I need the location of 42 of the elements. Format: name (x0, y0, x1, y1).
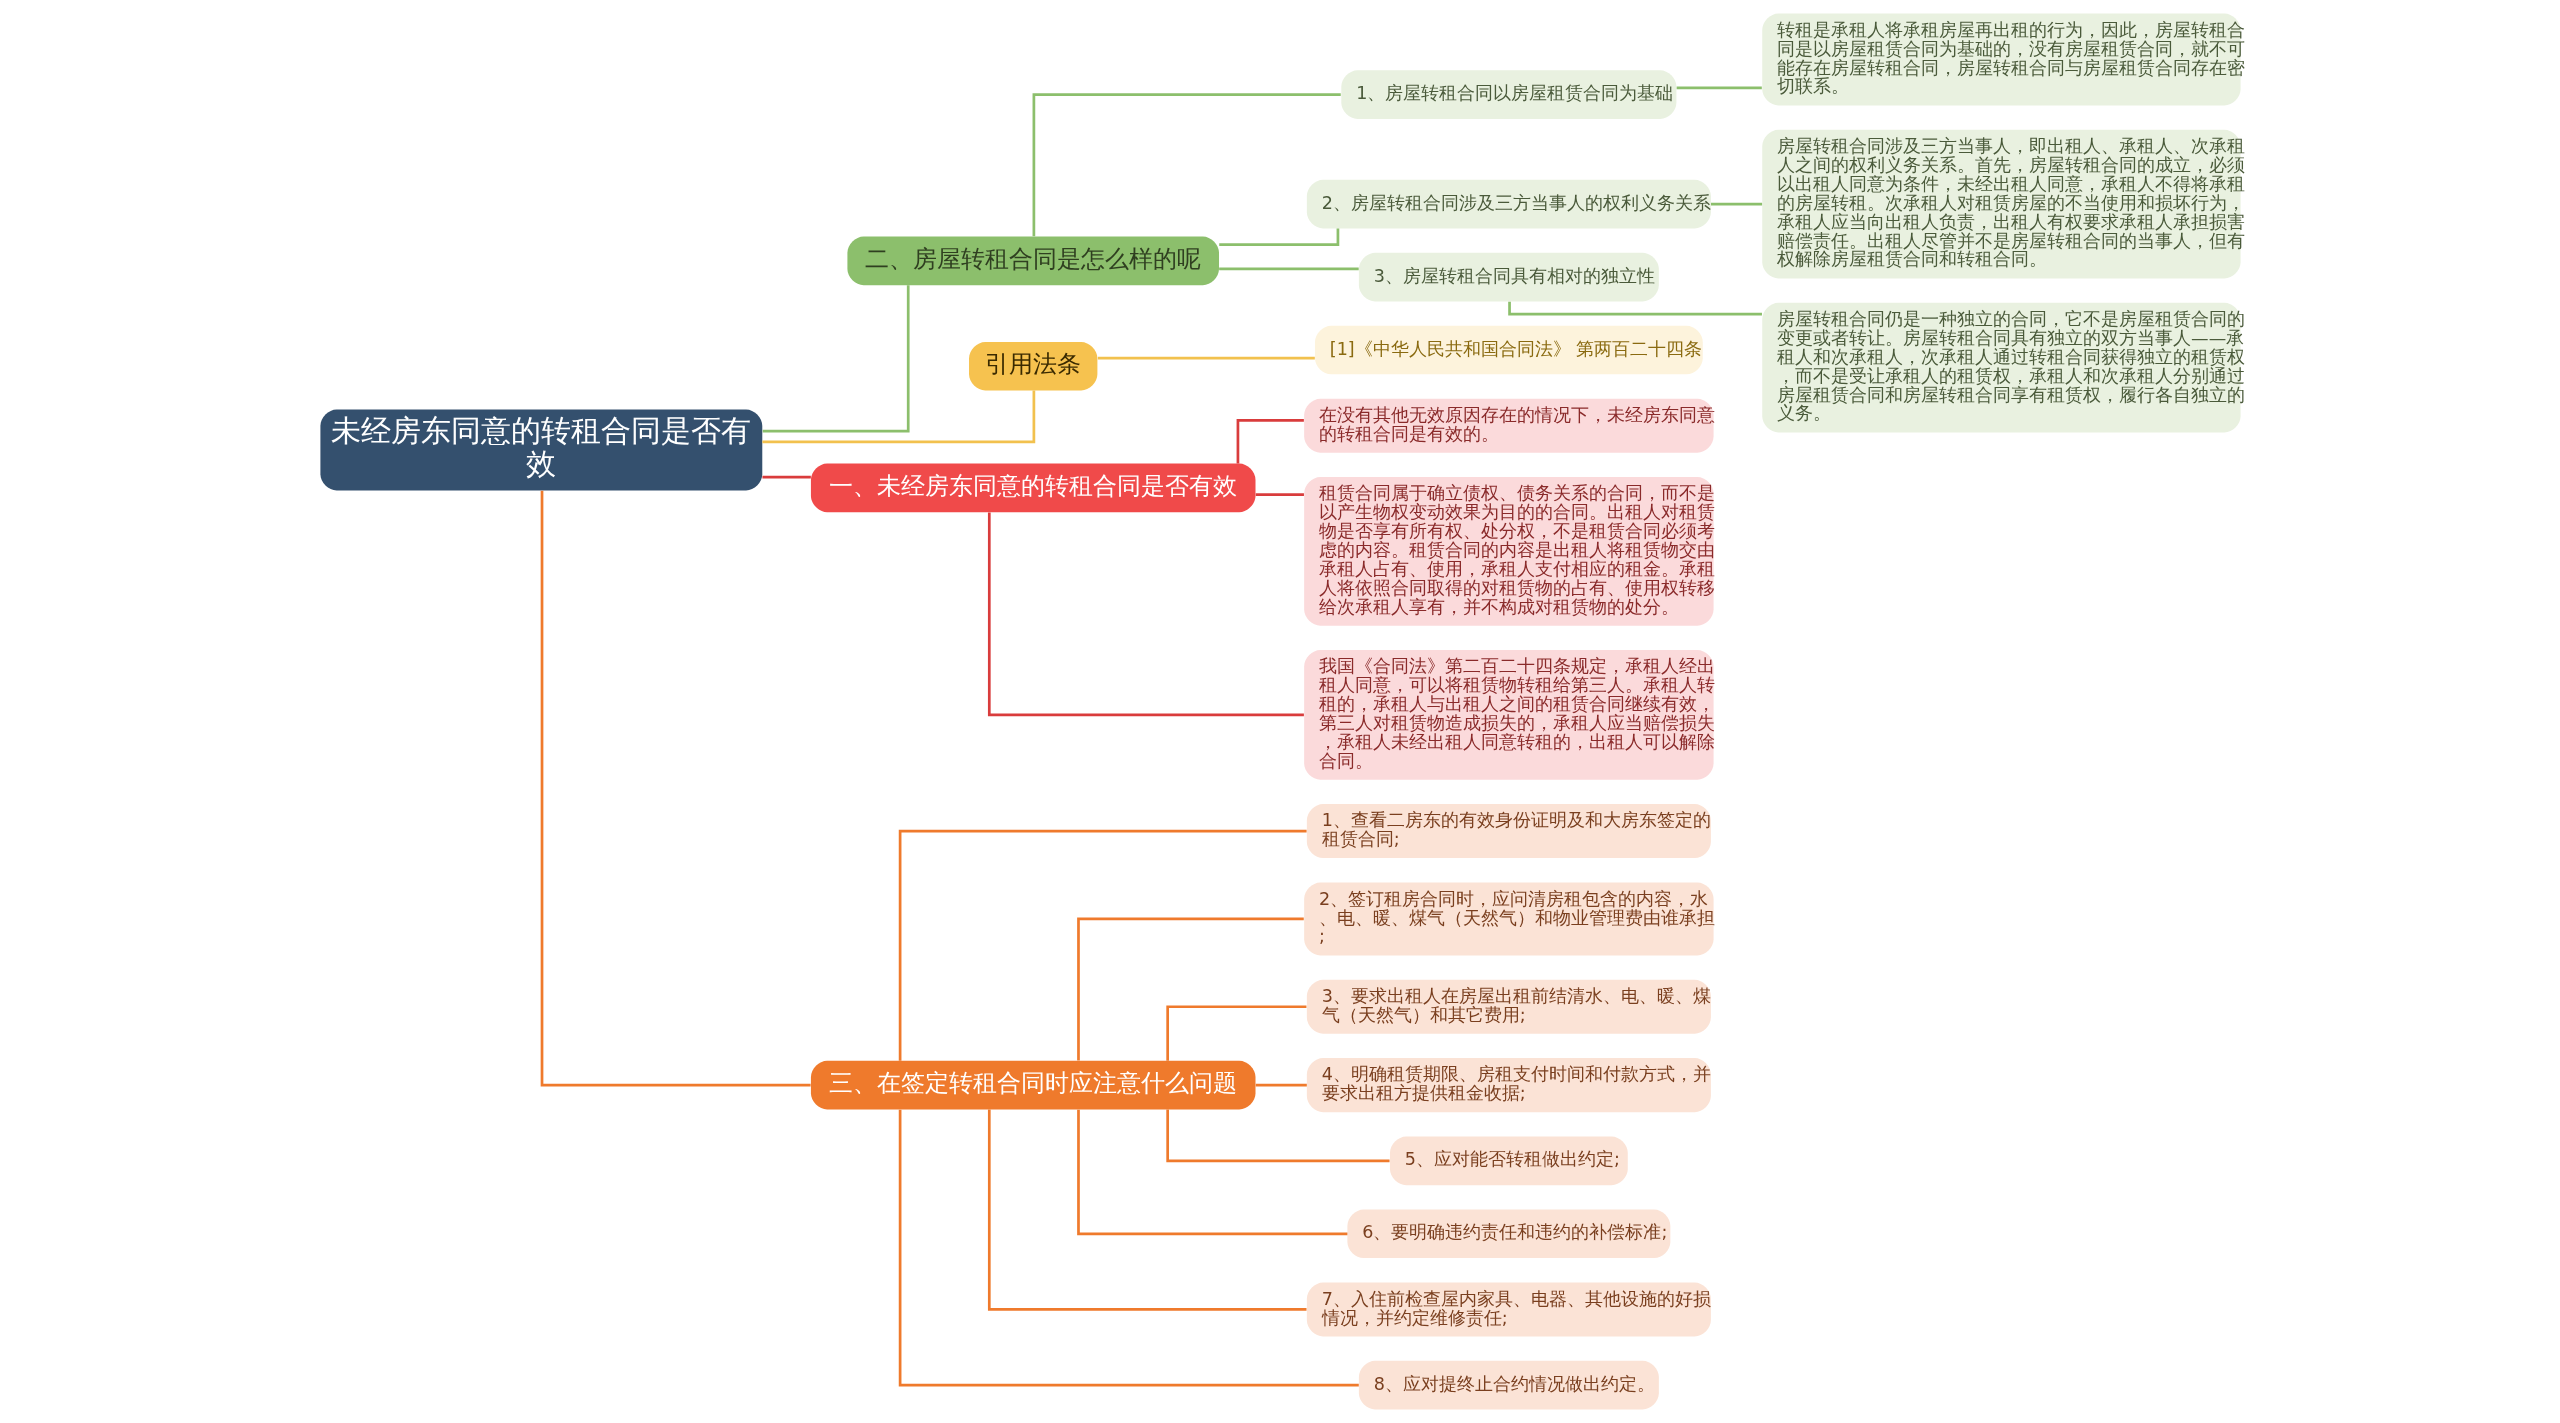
node-box: [1]《中华人民共和国合同法》 第两百二十四条 (1314, 325, 1703, 375)
node-box: 1、房屋转租合同以房屋租赁合同为基础 (1340, 70, 1676, 119)
connector (987, 1109, 1306, 1311)
node-box: 4、明确租赁期限、房租支付时间和付款方式，并要求出租方提供租金收据; (1306, 1058, 1711, 1113)
connector (1076, 917, 1304, 1061)
connector (1218, 228, 1339, 246)
node-box: 二、房屋转租合同是怎么样的呢 (846, 236, 1219, 286)
connector (1076, 1109, 1347, 1236)
node-box: 2、签订租房合同时，应问清房租包含的内容，水、电、暖、煤气（天然气）和物业管理费由谁承担; (1303, 882, 1714, 956)
connector (898, 829, 1307, 1061)
connector (1710, 202, 1762, 206)
connector (1218, 267, 1359, 271)
node-box: 6、要明确违约责任和违约的补偿标准; (1346, 1209, 1670, 1259)
node-box: 2、房屋转租合同涉及三方当事人的权利义务关系 (1306, 179, 1711, 229)
connector (761, 475, 811, 479)
node-box: 在没有其他无效原因存在的情况下，未经房东同意的转租合同是有效的。 (1303, 398, 1714, 453)
node-box: 1、查看二房东的有效身份证明及和大房东签定的租赁合同; (1306, 804, 1711, 859)
connector (1165, 1109, 1390, 1163)
node-box: 三、在签定转租合同时应注意什么问题 (810, 1060, 1255, 1110)
node-box: 3、房屋转租合同具有相对的独立性 (1358, 252, 1659, 302)
node-box: 8、应对提终止合约情况做出约定。 (1358, 1360, 1659, 1410)
connector (540, 490, 811, 1087)
node-box: 租赁合同属于确立债权、债务关系的合同，而不是以产生物权变动效果为目的的合同。出租人对租赁物是否享有所有权、处分权，不是租赁合同必须考虑的内容。租赁合同的内容是出租人将租赁物交由承租人占有、使用，承租人支付相应的租金。承租人将依照合同取得的对租赁物的占有、使用权转移给次承租人享有，并不构成对租赁物的处分。 (1303, 477, 1714, 626)
connector (762, 285, 910, 433)
node-box: 未经房东同意的转租合同是否有效 (319, 409, 762, 491)
connector (761, 390, 1035, 444)
node-box: 一、未经房东同意的转租合同是否有效 (810, 463, 1255, 513)
connector (1165, 1005, 1306, 1061)
node-box: 引用法条 (968, 341, 1097, 391)
connector (1255, 1083, 1307, 1087)
connector (1097, 356, 1315, 360)
connector (987, 512, 1304, 717)
connector (1676, 86, 1762, 90)
node-box: 5、应对能否转租做出约定; (1389, 1136, 1628, 1186)
connector (1507, 301, 1762, 316)
connector (1255, 493, 1304, 496)
connector (1236, 418, 1304, 464)
node-box: 3、要求出租人在房屋出租前结清水、电、暖、煤气（天然气）和其它费用; (1306, 979, 1711, 1034)
connector (1032, 93, 1341, 237)
node-box: 我国《合同法》第二百二十四条规定，承租人经出租人同意，可以将租赁物转租给第三人。承租人转租的，承租人与出租人之间的租赁合同继续有效，第三人对租赁物造成损失的，承租人应当赔偿损失，承租人未经出租人同意转租的，出租人可以解除合同。 (1303, 650, 1714, 780)
connector (898, 1109, 1359, 1387)
node-box: 7、入住前检查屋内家具、电器、其他设施的好损情况，并约定维修责任; (1306, 1282, 1711, 1337)
